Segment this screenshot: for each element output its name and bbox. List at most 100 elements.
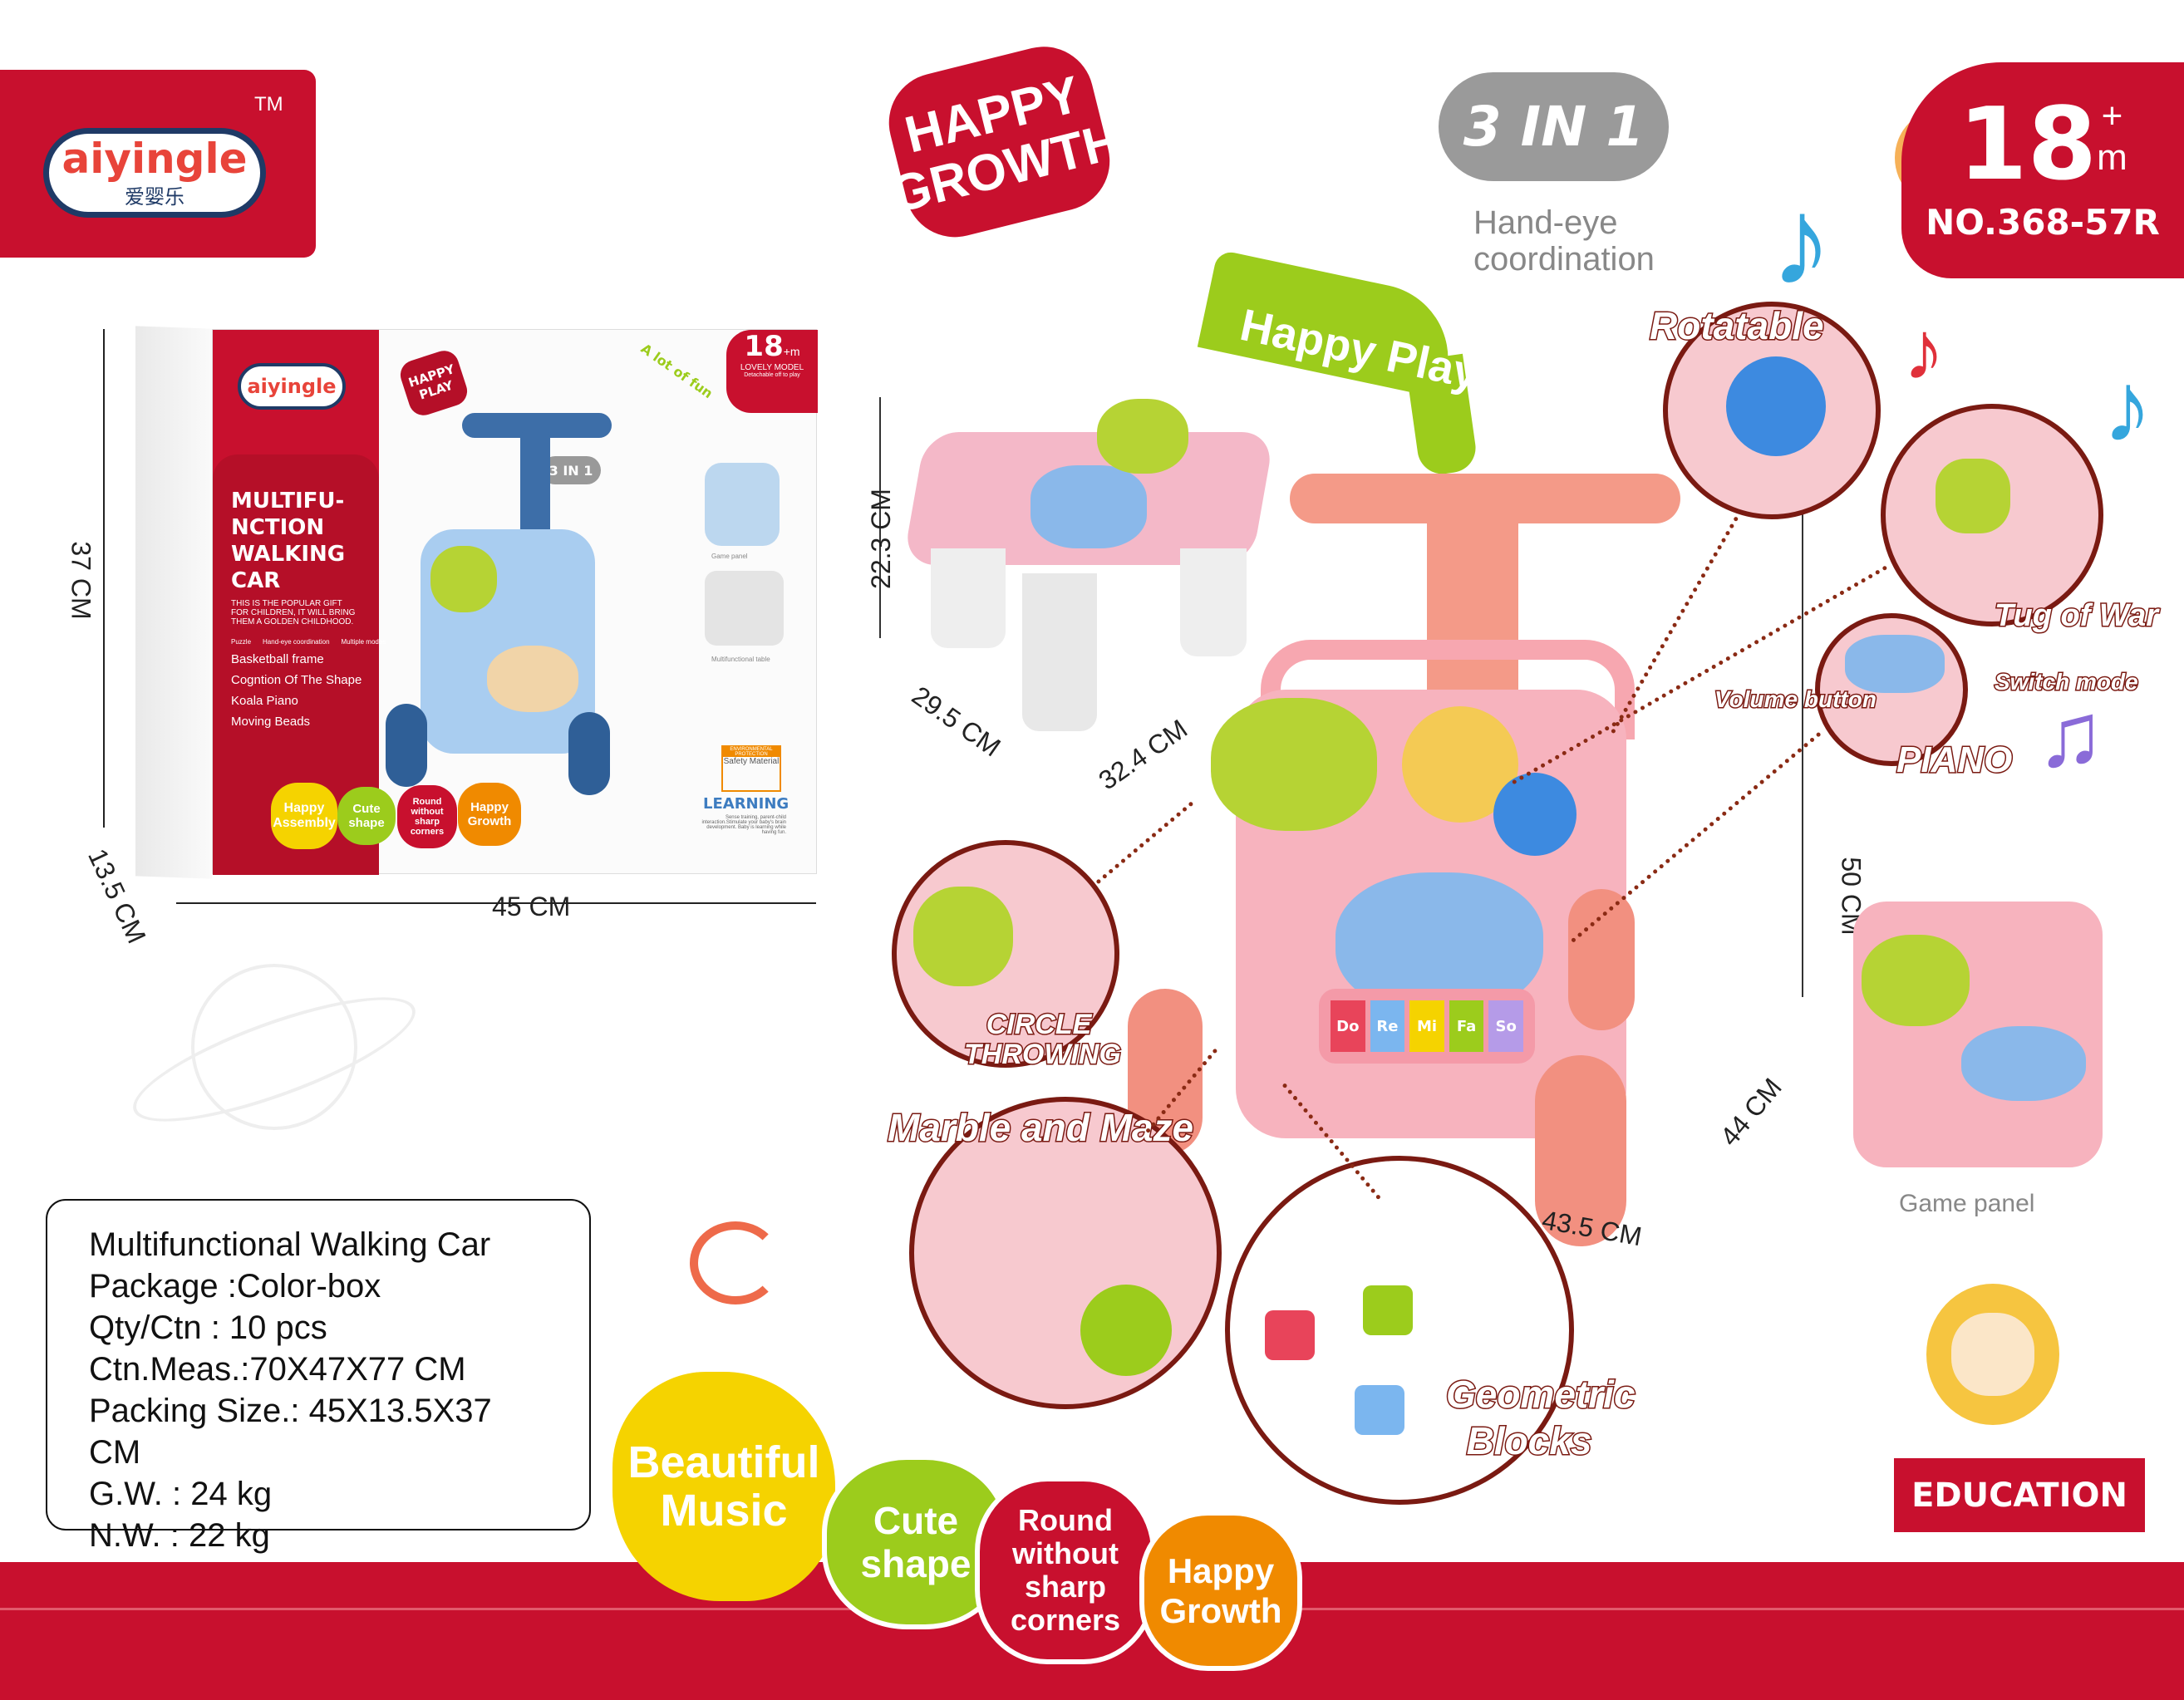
box-dimensions-height: 37 CM bbox=[66, 541, 96, 620]
badge-round-corners: Round without sharp corners bbox=[975, 1476, 1156, 1664]
education-badge: EDUCATION bbox=[1894, 1458, 2145, 1532]
table-dimensions-height: 22.3 CM bbox=[865, 489, 896, 589]
features-circle-throwing: CIRCLE THROWING bbox=[963, 1009, 1123, 1071]
product-box: aiyingle MULTIFU- NCTION WALKING CAR THI… bbox=[135, 326, 818, 879]
specs-1: Package :Color-box bbox=[89, 1268, 381, 1304]
box-age: 18 bbox=[744, 330, 784, 363]
box-feature-badges-0: Happy Assembly bbox=[271, 783, 337, 849]
features-piano-keys-3: Fa bbox=[1449, 1000, 1484, 1052]
box-feature-badges-1: Cute shape bbox=[337, 787, 396, 845]
features-piano-keys-4: So bbox=[1488, 1000, 1523, 1052]
decoration bbox=[1951, 1313, 2034, 1396]
decoration bbox=[1180, 548, 1247, 656]
box-env: ENVIRONMENTAL PROTECTION bbox=[723, 747, 780, 757]
dim-line-height bbox=[103, 329, 105, 828]
badges-age: 18 bbox=[1958, 87, 2098, 203]
age-badge: 18+m NO.368-57R bbox=[1901, 62, 2184, 278]
box-learning: LEARNING bbox=[703, 795, 789, 813]
box-feature-badges-2: Round without sharp corners bbox=[397, 785, 457, 848]
box-side bbox=[135, 326, 212, 879]
box-multi-table: Multifunctional table bbox=[711, 656, 770, 663]
box-description: THIS IS THE POPULAR GIFT FOR CHILDREN, I… bbox=[231, 599, 356, 626]
walking-car: Do Re Mi Fa So bbox=[1128, 474, 1776, 1255]
decoration bbox=[487, 646, 578, 712]
decoration bbox=[1726, 356, 1826, 456]
decoration: +m bbox=[2097, 96, 2127, 179]
brand-name: aiyingle bbox=[61, 134, 248, 183]
brand-name: aiyingle bbox=[247, 375, 337, 398]
box-feature-badges-3: Happy Growth bbox=[458, 783, 521, 846]
decoration bbox=[879, 397, 881, 638]
box-detachable: Detachable off to play bbox=[744, 372, 800, 378]
decoration bbox=[386, 704, 427, 787]
box-icons-1: Hand-eye coordination bbox=[263, 638, 330, 646]
badges-model-no: NO.368-57R bbox=[1926, 202, 2160, 243]
box-title: MULTIFU- NCTION WALKING CAR THIS IS THE … bbox=[231, 488, 386, 735]
badges-age-plus: + bbox=[2101, 96, 2123, 136]
music-note-icon: ♫ bbox=[2036, 684, 2105, 786]
features-rotatable: Rotatable bbox=[1649, 303, 1826, 349]
box-title-lines-1: NCTION bbox=[231, 515, 325, 540]
decoration bbox=[1080, 1285, 1172, 1376]
decoration bbox=[1961, 1026, 2086, 1101]
piano-keys: Do Re Mi Fa So bbox=[1319, 989, 1535, 1064]
decoration bbox=[1022, 573, 1097, 731]
decoration bbox=[705, 463, 780, 546]
decoration bbox=[1211, 698, 1377, 831]
hand-eye-text: Hand-eye coordination bbox=[1473, 204, 1655, 278]
decoration bbox=[1031, 465, 1147, 548]
badges-age-unit: m bbox=[2097, 137, 2127, 178]
box-title-lines-3: CAR bbox=[231, 568, 281, 593]
decoration bbox=[1265, 1310, 1315, 1360]
box-logo: aiyingle bbox=[238, 363, 346, 410]
decoration bbox=[705, 571, 784, 646]
features-switch-mode: Switch mode bbox=[1994, 668, 2140, 696]
box-lovely-model: LOVELY MODEL bbox=[740, 363, 804, 372]
features-piano-keys-0: Do bbox=[1331, 1000, 1365, 1052]
features-piano: PIANO bbox=[1895, 739, 2013, 782]
box-bullets-1: Cogntion Of The Shape bbox=[231, 673, 362, 687]
features-geometric: Geometric Blocks bbox=[1445, 1372, 1637, 1464]
specs-3: Ctn.Meas.:70X47X77 CM bbox=[89, 1351, 466, 1388]
lion-mascot bbox=[1926, 1284, 2059, 1425]
box-lot-of-fun: A lot of fun bbox=[637, 340, 716, 402]
box-safety: Safety Material bbox=[723, 757, 780, 766]
decoration bbox=[430, 546, 497, 612]
box-icons-0: Puzzle bbox=[231, 638, 252, 646]
decoration bbox=[931, 548, 1006, 648]
box-front: aiyingle MULTIFU- NCTION WALKING CAR THI… bbox=[212, 329, 818, 875]
logo-panel: aiyingle 爱婴乐 TM bbox=[0, 70, 316, 258]
piano-circle bbox=[1815, 613, 1968, 766]
features-marble-maze: Marble and Maze bbox=[886, 1105, 1194, 1151]
rotatable-circle bbox=[1663, 302, 1881, 519]
box-three-in-one: 3 IN 1 bbox=[541, 456, 601, 484]
happy-growth-badge: HAPPY GROWTH bbox=[878, 36, 1127, 248]
specs-4: Packing Size.: 45X13.5X37 CM bbox=[89, 1393, 492, 1471]
features-piano-keys-2: Mi bbox=[1409, 1000, 1444, 1052]
features-volume: Volume button bbox=[1714, 685, 1878, 714]
decoration bbox=[1802, 432, 1803, 997]
decoration bbox=[1936, 459, 2010, 533]
decoration bbox=[913, 887, 1013, 986]
box-bullets-2: Koala Piano bbox=[231, 694, 298, 708]
brand-chinese: 爱婴乐 bbox=[125, 185, 184, 209]
decoration bbox=[1845, 635, 1945, 693]
decoration bbox=[1355, 1385, 1404, 1435]
marble-maze-circle bbox=[909, 1097, 1222, 1409]
box-bullets-0: Basketball frame bbox=[231, 652, 324, 666]
decoration bbox=[568, 712, 610, 795]
music-note-icon: ♪ bbox=[1903, 304, 1945, 397]
activity-table bbox=[902, 399, 1276, 748]
decoration bbox=[1568, 889, 1635, 1030]
decoration bbox=[1363, 1285, 1413, 1335]
features-piano-keys-1: Re bbox=[1370, 1000, 1405, 1052]
badge-beautiful-music: Beautiful Music bbox=[612, 1372, 835, 1601]
swirl-icon bbox=[690, 1221, 781, 1304]
box-bullets-3: Moving Beads bbox=[231, 715, 311, 729]
box-dimensions-width: 45 CM bbox=[492, 892, 571, 921]
box-title-lines-2: WALKING bbox=[231, 542, 346, 567]
box-happy-play: HAPPY PLAY bbox=[396, 346, 471, 420]
